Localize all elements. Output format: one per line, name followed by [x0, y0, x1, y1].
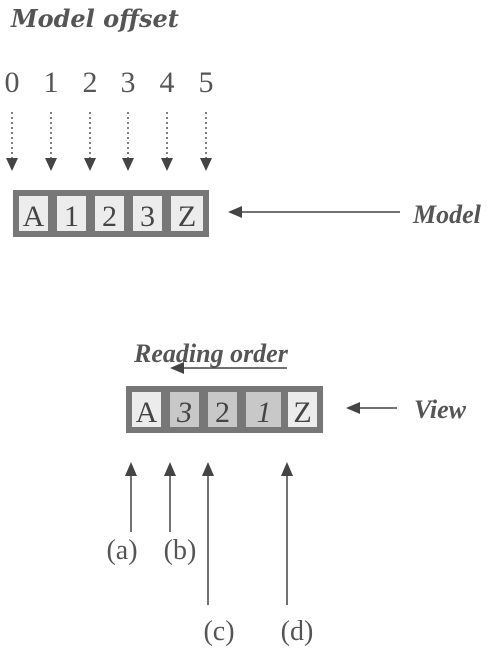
view-cell-text-3: 1	[257, 396, 272, 429]
arrowhead-2	[84, 158, 96, 171]
view-cell-0	[132, 392, 161, 427]
view-cell-text-2: 2	[215, 396, 230, 429]
marker-label-b: (b)	[164, 535, 197, 566]
view-cell-text-0: A	[136, 396, 158, 429]
marker-label-d: (d)	[281, 616, 314, 647]
model-cell-2	[95, 196, 124, 231]
view-cell-text-4: Z	[293, 396, 311, 429]
model-cell-3	[133, 196, 162, 231]
offset-dotted-arrows	[11, 112, 207, 158]
arrowhead-0	[6, 158, 18, 171]
model-cell-text-2: 2	[102, 200, 117, 233]
reading-order-arrowhead	[170, 362, 184, 374]
offset-number-1: 1	[44, 66, 59, 99]
view-arrowhead	[346, 402, 360, 414]
arrowhead-4	[161, 158, 173, 171]
model-cell-1	[57, 196, 86, 231]
marker-arrowhead-c	[202, 462, 214, 476]
model-cell-text-4: Z	[178, 200, 196, 233]
offset-number-4: 4	[160, 66, 175, 99]
model-arrowhead	[228, 206, 242, 218]
view-cell-4	[288, 392, 317, 427]
marker-arrowhead-d	[281, 462, 293, 476]
offset-number-5: 5	[199, 66, 214, 99]
marker-label-c: (c)	[203, 616, 234, 647]
marker-label-a: (a)	[106, 535, 137, 566]
view-cell-text-1: 3	[176, 396, 192, 429]
reading-order-label: Reading order	[133, 339, 289, 368]
view-label: View	[414, 395, 467, 424]
offset-number-0: 0	[5, 66, 20, 99]
arrowhead-1	[45, 158, 57, 171]
marker-arrowheads	[125, 462, 293, 476]
model-cell-text-3: 3	[140, 200, 155, 233]
model-cell-0	[19, 196, 48, 231]
marker-arrows	[130, 475, 288, 605]
model-label: Model	[412, 200, 482, 229]
model-cell-text-1: 1	[64, 200, 79, 233]
marker-arrowhead-a	[125, 462, 137, 476]
offset-numbers: 0 1 2 3 4 5	[5, 66, 214, 99]
offset-number-3: 3	[121, 66, 136, 99]
offset-number-2: 2	[83, 66, 98, 99]
arrowhead-3	[122, 158, 134, 171]
view-cell-3	[246, 392, 281, 427]
model-box: A 1 2 3 Z	[13, 190, 209, 237]
model-offset-title: Model offset	[10, 4, 179, 33]
marker-arrowhead-b	[164, 462, 176, 476]
model-cell-text-0: A	[23, 200, 45, 233]
view-cell-1	[170, 392, 199, 427]
view-box: A 3 2 1 Z	[126, 386, 323, 433]
dotted-arrowheads	[6, 158, 212, 171]
arrowhead-5	[200, 158, 212, 171]
model-cell-4	[171, 196, 203, 231]
view-cell-2	[208, 392, 237, 427]
